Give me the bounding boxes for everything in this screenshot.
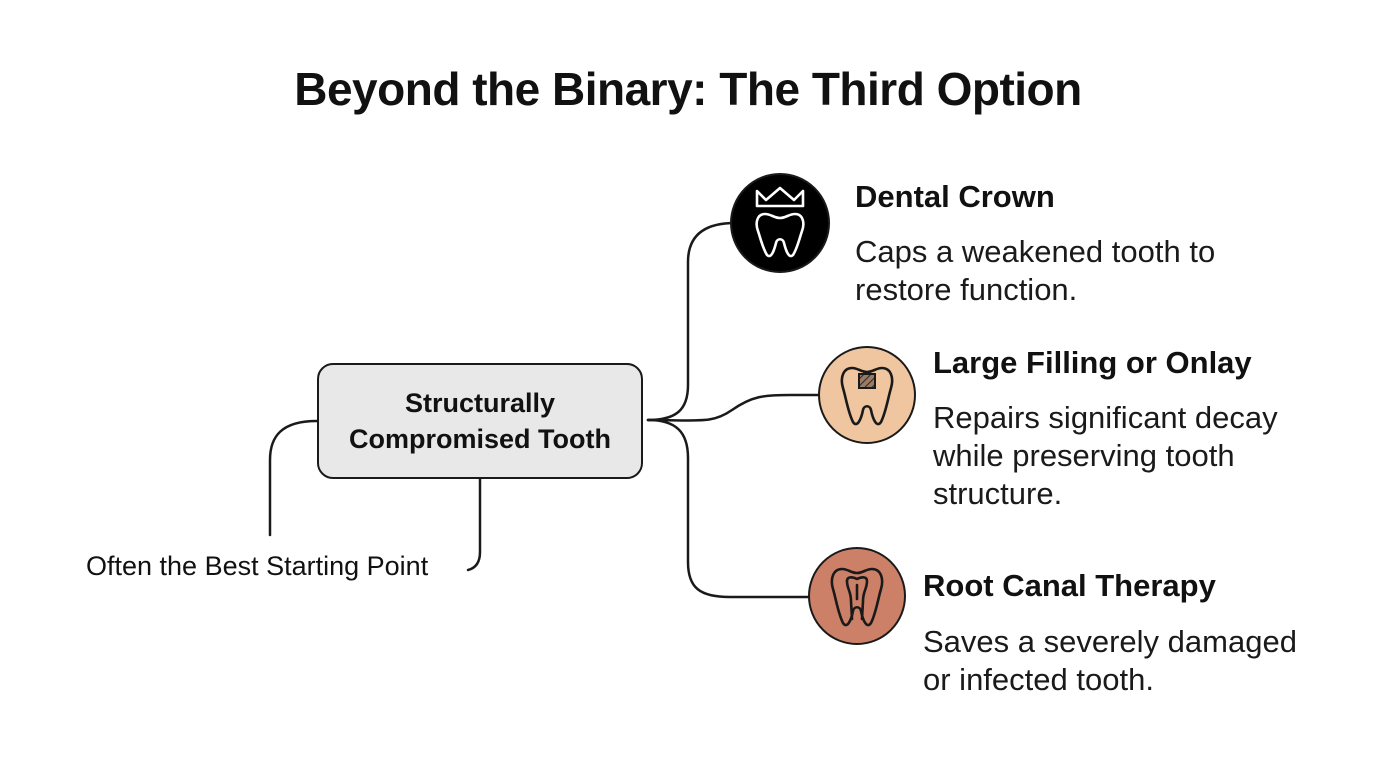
left-note: Often the Best Starting Point bbox=[86, 551, 429, 581]
option-desc-root-canal: Saves a severely damaged or infected too… bbox=[923, 623, 1343, 699]
desc-line: Repairs significant decay bbox=[933, 400, 1278, 435]
connector-crown bbox=[646, 221, 737, 422]
filled-tooth-icon bbox=[818, 346, 916, 444]
crown-tooth-icon bbox=[730, 173, 830, 273]
central-node-line1: Structurally bbox=[404, 388, 556, 418]
connector-filling bbox=[646, 393, 822, 422]
connector-note-left bbox=[268, 419, 319, 537]
option-desc-large-filling: Repairs significant decay while preservi… bbox=[933, 399, 1353, 513]
desc-line: restore function. bbox=[855, 272, 1078, 307]
desc-line: Caps a weakened tooth to bbox=[855, 234, 1216, 269]
central-node-line2: Compromised Tooth bbox=[349, 424, 611, 454]
option-title-dental-crown: Dental Crown bbox=[855, 179, 1055, 214]
option-title-root-canal: Root Canal Therapy bbox=[923, 568, 1216, 603]
root-canal-tooth-icon bbox=[808, 547, 906, 645]
connector-note-right bbox=[466, 477, 482, 572]
page-title: Beyond the Binary: The Third Option bbox=[294, 63, 1082, 115]
desc-line: Saves a severely damaged bbox=[923, 624, 1297, 659]
desc-line: while preserving tooth bbox=[933, 438, 1235, 473]
connector-rootcanal bbox=[646, 418, 812, 599]
option-title-large-filling: Large Filling or Onlay bbox=[933, 345, 1252, 380]
desc-line: or infected tooth. bbox=[923, 662, 1154, 697]
desc-line: structure. bbox=[933, 476, 1063, 511]
central-node: Structurally Compromised Tooth bbox=[317, 363, 643, 479]
option-desc-dental-crown: Caps a weakened tooth to restore functio… bbox=[855, 233, 1275, 309]
